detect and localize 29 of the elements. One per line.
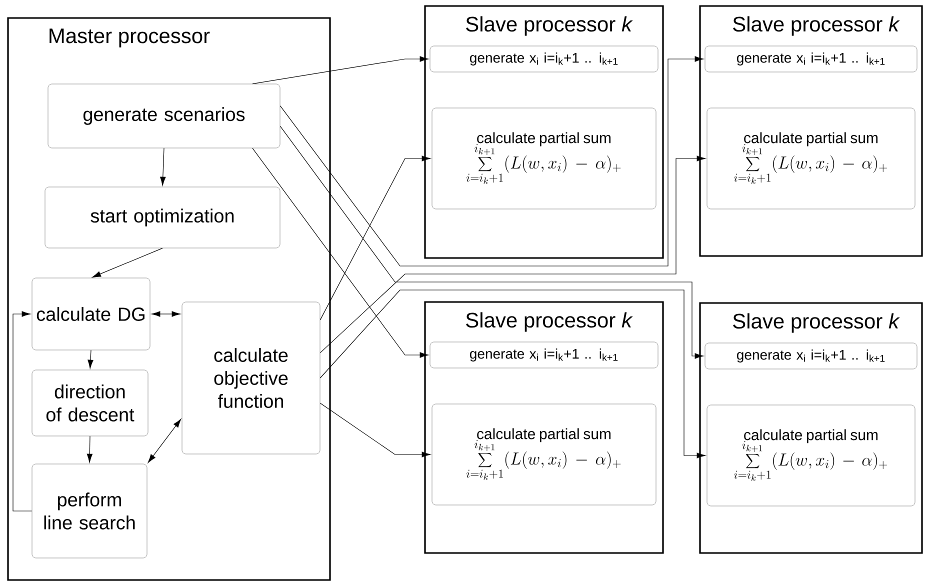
process-box: calculate DG (32, 278, 150, 350)
arrow (148, 418, 182, 463)
process-box: direction of descent (32, 370, 148, 436)
arrow (86, 436, 92, 463)
process-box: generate x$_{i}$ i=i$_{k}$+1 .. i$_{k+1}$ (704, 342, 918, 370)
arrow (320, 290, 706, 458)
partial-sum-box: calculate partial sum $\sum_{i=i_k+1}^{i_{k+1}}(L(w,x_i)-\alpha)_+$ (432, 108, 656, 210)
arrow (12, 311, 32, 512)
arrow (280, 126, 704, 359)
arrow (320, 156, 431, 320)
arrow (320, 402, 431, 458)
partial-sum-box: calculate partial sum $\sum_{i=i_k+1}^{i_{k+1}}(L(w,x_i)-\alpha)_+$ (706, 404, 916, 506)
arrow (252, 148, 429, 358)
process-box: perform line search (32, 464, 148, 558)
process-box: generate x$_{i}$ i=i$_{k}$+1 .. i$_{k+1}$ (430, 342, 658, 368)
process-box: calculate objective function (182, 302, 320, 454)
arrow (252, 56, 429, 84)
partial-sum-box: calculate partial sum $\sum_{i=i_k+1}^{i_{k+1}}(L(w,x_i)-\alpha)_+$ (706, 108, 916, 210)
process-box: generate scenarios (48, 84, 280, 148)
arrow (160, 148, 166, 186)
arrow (151, 311, 181, 317)
process-box: start optimization (44, 186, 280, 248)
partial-sum-box: calculate partial sum $\sum_{i=i_k+1}^{i_{k+1}}(L(w,x_i)-\alpha)_+$ (432, 404, 656, 506)
process-box: generate x$_{i}$ i=i$_{k}$+1 .. i$_{k+1}$ (704, 46, 918, 72)
arrow (88, 350, 94, 369)
arrow (280, 56, 704, 266)
arrow (92, 248, 163, 278)
process-box: generate x$_{i}$ i=i$_{k}$+1 .. i$_{k+1}$ (430, 46, 658, 72)
arrow (320, 156, 706, 354)
